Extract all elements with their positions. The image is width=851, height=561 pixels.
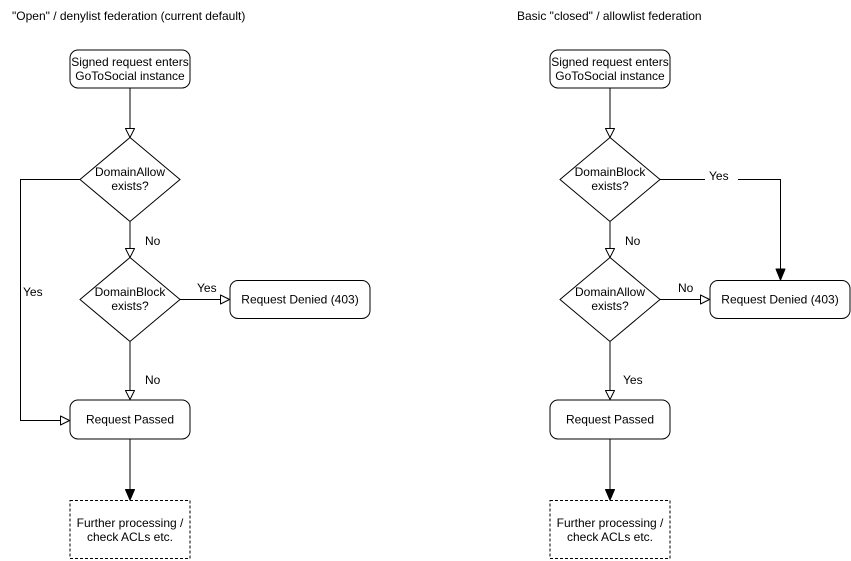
right-further-label-line2: check ACLs etc. bbox=[567, 530, 653, 544]
right-passed-label: Request Passed bbox=[566, 413, 654, 427]
right-decision1-label-line2: exists? bbox=[591, 179, 629, 193]
right-passed-node bbox=[549, 399, 671, 440]
right-diagram-title: Basic "closed" / allowlist federation bbox=[517, 9, 702, 23]
left-decision2-yes-label: Yes bbox=[197, 281, 217, 295]
left-denied-label: Request Denied (403) bbox=[241, 293, 358, 307]
right-denied-label: Request Denied (403) bbox=[721, 293, 838, 307]
right-decision1-diamond bbox=[559, 136, 661, 223]
right-arrowhead-into-denied-top bbox=[775, 268, 786, 281]
left-passed-node bbox=[69, 399, 191, 440]
right-decision1-no-label: No bbox=[625, 234, 641, 248]
left-further-node bbox=[69, 500, 191, 559]
right-decision1-yes-label-bg bbox=[705, 169, 738, 182]
right-decision1-yes-label: Yes bbox=[709, 169, 729, 183]
right-decision1-label-line1: DomainBlock bbox=[575, 165, 647, 179]
left-decision1-diamond bbox=[79, 136, 181, 223]
left-arrowhead-into-passed-side bbox=[60, 415, 70, 426]
left-denied-node bbox=[229, 280, 371, 319]
left-decision2-no-label: No bbox=[145, 373, 161, 387]
right-decision2-label-line2: exists? bbox=[591, 299, 629, 313]
left-edge-decision1-yes-to-passed bbox=[20, 179, 80, 421]
left-start-label-line1: Signed request enters bbox=[71, 55, 188, 69]
right-arrowhead-into-denied-side bbox=[700, 294, 710, 305]
right-decision2-no-label: No bbox=[678, 281, 694, 295]
left-decision1-no-label: No bbox=[145, 234, 161, 248]
right-start-label-line2: GoToSocial instance bbox=[555, 69, 665, 83]
right-start-label-line1: Signed request enters bbox=[551, 55, 668, 69]
left-decision2-label-line2: exists? bbox=[111, 299, 149, 313]
right-further-node bbox=[549, 500, 671, 559]
right-decision2-label-line1: DomainAllow bbox=[575, 285, 645, 299]
right-decision2-yes-label: Yes bbox=[623, 373, 643, 387]
left-passed-label: Request Passed bbox=[86, 413, 174, 427]
left-arrowhead-into-decision1 bbox=[125, 128, 135, 138]
left-decision2-diamond bbox=[79, 256, 181, 343]
right-arrowhead-into-further bbox=[605, 489, 615, 501]
left-decision1-label-line2: exists? bbox=[111, 179, 149, 193]
left-diagram: "Open" / denylist federation (current de… bbox=[12, 9, 371, 559]
left-decision2-label-line1: DomainBlock bbox=[95, 285, 167, 299]
left-arrowhead-into-further bbox=[125, 489, 135, 501]
left-arrowhead-into-decision2 bbox=[125, 248, 135, 258]
left-decision1-label-line1: DomainAllow bbox=[95, 165, 165, 179]
right-arrowhead-into-passed-top bbox=[605, 390, 615, 400]
right-start-node bbox=[549, 49, 671, 89]
left-further-label-line2: check ACLs etc. bbox=[87, 530, 173, 544]
left-start-node bbox=[69, 49, 191, 89]
right-further-label-line1: Further processing / bbox=[557, 516, 664, 530]
right-diagram: Basic "closed" / allowlist federation Ye… bbox=[517, 9, 851, 559]
right-decision2-diamond bbox=[559, 256, 661, 343]
left-diagram-title: "Open" / denylist federation (current de… bbox=[12, 9, 245, 23]
right-arrowhead-into-decision1 bbox=[605, 128, 615, 138]
right-denied-node bbox=[709, 280, 851, 319]
left-decision1-yes-label: Yes bbox=[23, 285, 43, 299]
left-arrowhead-into-denied bbox=[220, 294, 230, 305]
right-arrowhead-into-decision2 bbox=[605, 248, 615, 258]
left-start-label-line2: GoToSocial instance bbox=[75, 69, 185, 83]
left-arrowhead-into-passed-top bbox=[125, 390, 135, 400]
left-further-label-line1: Further processing / bbox=[77, 516, 184, 530]
right-edge-decision1-yes-to-denied bbox=[660, 179, 781, 269]
